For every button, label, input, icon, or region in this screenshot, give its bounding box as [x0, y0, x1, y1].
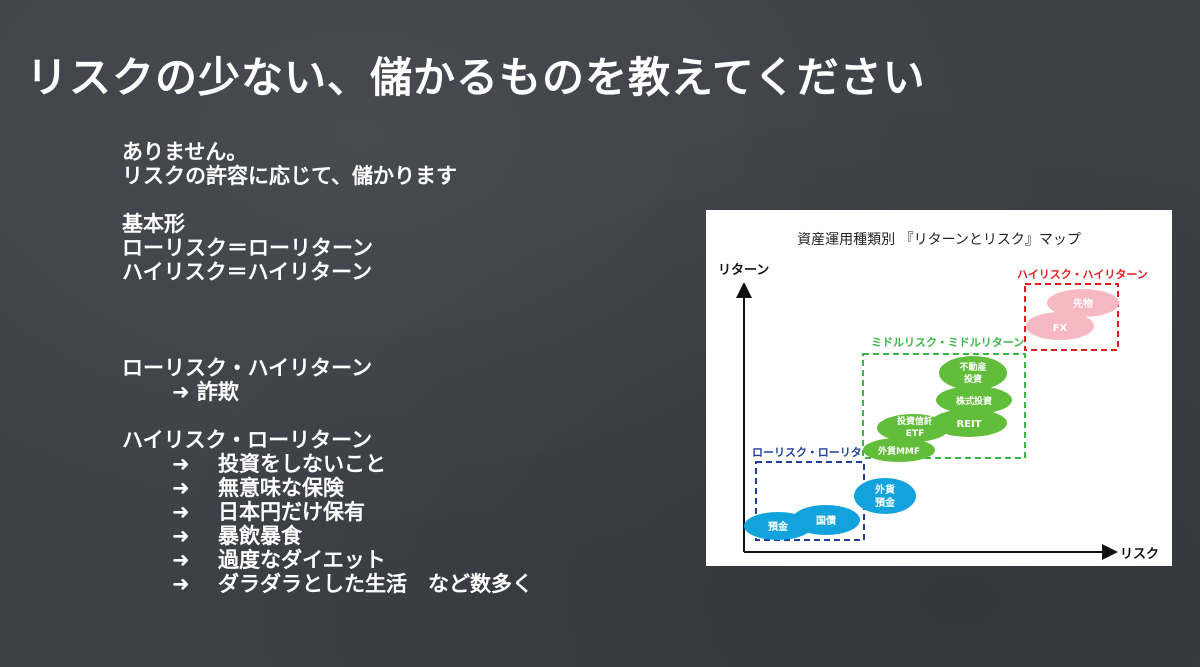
list-item-text: 過度なダイエット: [218, 548, 386, 572]
risk-return-map: 資産運用種類別 『リターンとリスク』マップ リターン リスク ローリスク・ローリ…: [706, 210, 1172, 566]
foreign-deposit-ellipse: [854, 478, 916, 514]
fx-ellipse: [1026, 312, 1094, 340]
answer-text-block: ありません。 リスクの許容に応じて、儲かります 基本形 ローリスク＝ローリターン…: [122, 140, 533, 596]
trust-ellipse: [877, 414, 949, 442]
answer-line: リスクの許容に応じて、儲かります: [122, 164, 457, 188]
risk-return-map-svg: 資産運用種類別 『リターンとリスク』マップ リターン リスク ローリスク・ローリ…: [718, 232, 1159, 562]
middle-risk-label: ミドルリスク・ミドルリターン: [871, 336, 1024, 349]
futures-ellipse: [1047, 289, 1119, 317]
list-item: ➜ ダラダラとした生活 など数多く: [122, 572, 533, 596]
y-axis-label: リターン: [718, 263, 769, 278]
jgb-label: 国債: [816, 514, 836, 527]
reit-ellipse: [931, 409, 1007, 437]
basic-rule: ローリスク＝ローリターン: [122, 236, 373, 260]
middle-risk-box: [862, 353, 1026, 459]
section-heading: ローリスク・ハイリターン: [122, 356, 373, 380]
trust-label-1: 投資信託: [897, 415, 933, 427]
foreign-mmf-label: 外貨MMF: [877, 445, 920, 457]
futures-label: 先物: [1073, 297, 1093, 310]
section-item: ➜ 詐欺: [172, 380, 239, 404]
realestate-label-1: 不動産: [959, 361, 986, 373]
foreign-mmf-ellipse: [863, 438, 935, 462]
realestate-ellipse: [939, 356, 1007, 390]
stock-label: 株式投資: [956, 395, 992, 407]
list-item: ➜ 日本円だけ保有: [122, 500, 533, 524]
x-axis-label: リスク: [1120, 547, 1159, 562]
foreign-deposit-label-2: 預金: [875, 496, 896, 509]
list-item-text: ダラダラとした生活 など数多く: [218, 572, 533, 596]
list-item: ➜ 過度なダイエット: [122, 548, 533, 572]
jgb-ellipse: [792, 505, 860, 535]
list-item: ➜ 無意味な保険: [122, 476, 533, 500]
arrow-icon: ➜: [172, 548, 190, 572]
page-title: リスクの少ない、儲かるものを教えてください: [26, 53, 926, 102]
list-item: ➜ 暴飲暴食: [122, 524, 533, 548]
low-risk-label: ローリスク・ローリターン: [752, 446, 883, 459]
stock-ellipse: [936, 386, 1012, 414]
high-risk-label: ハイリスク・ハイリターン: [1017, 268, 1148, 281]
arrow-icon: ➜: [172, 500, 190, 524]
answer-line: ありません。: [122, 140, 248, 164]
reit-label: REIT: [956, 419, 981, 430]
foreign-deposit-label-1: 外貨: [874, 483, 895, 496]
list-item: ➜ 投資をしないこと: [122, 452, 533, 476]
high-risk-box: [1024, 283, 1119, 351]
low-risk-box: [755, 461, 865, 541]
arrow-icon: ➜: [172, 572, 190, 596]
deposit-label: 預金: [768, 520, 789, 533]
list-item-text: 日本円だけ保有: [218, 500, 365, 524]
section-heading: ハイリスク・ローリターン: [122, 428, 373, 452]
arrow-icon: ➜: [172, 452, 190, 476]
list-item-text: 暴飲暴食: [218, 524, 302, 548]
arrow-icon: ➜: [172, 476, 190, 500]
arrow-icon: ➜: [172, 524, 190, 548]
map-title: 資産運用種類別 『リターンとリスク』マップ: [797, 232, 1081, 248]
fx-label: FX: [1053, 323, 1068, 334]
basic-rule: ハイリスク＝ハイリターン: [122, 260, 373, 284]
trust-label-2: ETF: [906, 429, 924, 439]
realestate-label-2: 投資: [964, 373, 982, 385]
list-item-text: 投資をしないこと: [218, 452, 386, 476]
list-item-text: 無意味な保険: [218, 476, 344, 500]
basic-heading: 基本形: [122, 212, 185, 236]
